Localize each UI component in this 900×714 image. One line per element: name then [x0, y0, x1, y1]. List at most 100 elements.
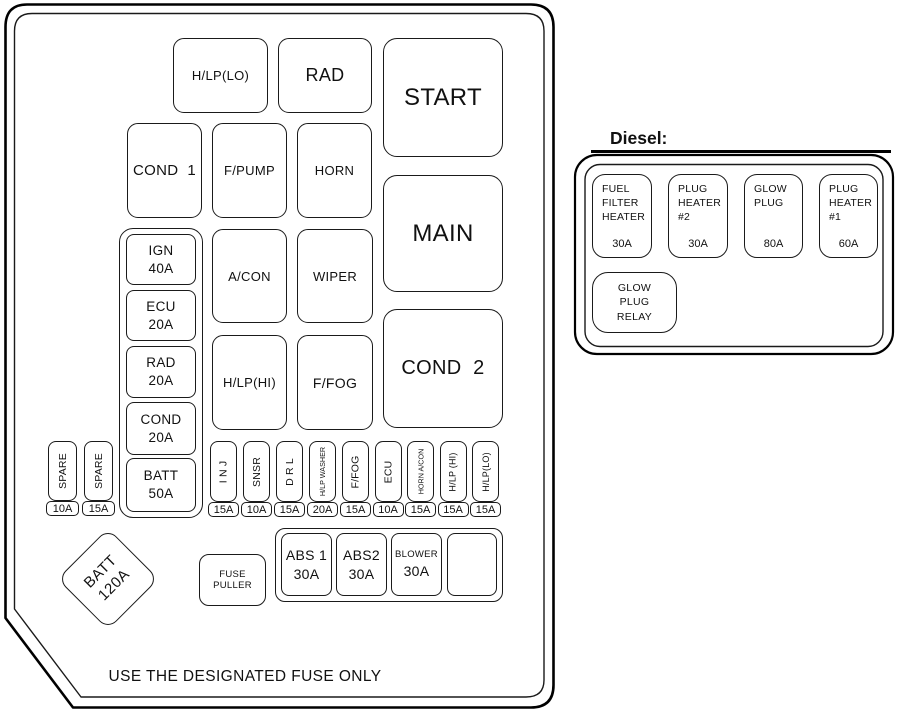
- fuse-drl-amp: 15A: [274, 502, 305, 517]
- relay-start: START: [383, 38, 503, 157]
- fuse-spare-1-amp: 10A: [46, 501, 79, 516]
- fuse-plug-heater-1-label: PLUG HEATER #1: [829, 183, 873, 224]
- relay-cond2-label: COND 2: [401, 357, 485, 379]
- fuse-spare-2-body: SPARE: [84, 441, 113, 501]
- fuse-fuel-filter-heater: FUEL FILTER HEATER 30A: [592, 174, 652, 258]
- fuse-blower-amp: 30A: [403, 562, 430, 579]
- fuse-abs2-amp: 30A: [348, 565, 375, 582]
- main-panel-inner-border: [13, 12, 545, 698]
- relay-wiper-label: WIPER: [312, 268, 358, 284]
- relay-hlp-lo-label: H/LP(LO): [191, 68, 250, 83]
- fuse-plug-heater-2-amp: 30A: [688, 238, 708, 250]
- fuse-abs2-label: ABS2: [343, 547, 380, 564]
- fuse-horn-acon-body: HORN A/CON: [407, 441, 434, 502]
- fuse-blower-label: BLOWER: [395, 549, 438, 561]
- fuse-hlp-lo-mini-amp: 15A: [470, 502, 501, 517]
- fuse-fuel-filter-heater-label: FUEL FILTER HEATER: [602, 183, 646, 224]
- relay-ffog: F/FOG: [297, 335, 373, 430]
- relay-rad: RAD: [278, 38, 372, 113]
- fuse-ffog-mini-body: F/FOG: [342, 441, 369, 502]
- fuse-cond-20-amp: 20A: [148, 429, 174, 445]
- fuse-puller-label: FUSE PULLER: [213, 569, 252, 591]
- fuse-plug-heater-2-label: PLUG HEATER #2: [678, 183, 722, 224]
- fuse-batt-50-amp: 50A: [148, 486, 174, 501]
- fuse-abs2: ABS2 30A: [336, 533, 387, 596]
- fuse-horn-acon-amp: 15A: [405, 502, 436, 517]
- fuse-ign: IGN 40A: [126, 234, 196, 285]
- fuse-plug-heater-2: PLUG HEATER #2 30A: [668, 174, 728, 258]
- fuse-ign-label: IGN: [148, 242, 174, 258]
- fuse-puller: FUSE PULLER: [199, 554, 266, 606]
- fuse-ecu-20: ECU 20A: [126, 290, 196, 341]
- fuse-horn-acon-label: HORN A/CON: [416, 448, 425, 495]
- relay-horn-label: HORN: [314, 163, 355, 178]
- relay-start-label: START: [404, 83, 482, 111]
- fuse-spare-2-amp: 15A: [82, 501, 115, 516]
- relay-rad-label: RAD: [305, 65, 345, 85]
- fuse-rad-20-label: RAD: [146, 355, 176, 371]
- fuse-empty-slot: [447, 533, 497, 596]
- fuse-ecu-20-amp: 20A: [148, 316, 174, 332]
- fuse-hlp-lo-mini-label: H/LP(LO): [480, 451, 491, 492]
- fuse-hlp-hi-mini-label: H/LP (HI): [448, 451, 459, 492]
- fuse-spare-1-body: SPARE: [48, 441, 77, 501]
- fuse-ffog-mini-amp: 15A: [340, 502, 371, 517]
- diesel-box-inner-border: [584, 163, 884, 348]
- fuse-abs1-label: ABS 1: [285, 547, 328, 564]
- fuse-spare-2-label: SPARE: [92, 453, 105, 489]
- fuse-hlp-hi-mini-body: H/LP (HI): [439, 441, 467, 502]
- fuse-ecu-mini-label: ECU: [382, 460, 394, 483]
- fuse-inj-body: I N J: [210, 441, 237, 502]
- fuse-drl-label: D R L: [283, 457, 296, 486]
- fuse-hlp-washer-body: H/LP WASHER: [309, 441, 336, 502]
- fuse-spare-1-label: SPARE: [56, 453, 69, 489]
- relay-main-label: MAIN: [412, 219, 474, 247]
- relay-main: MAIN: [383, 175, 503, 292]
- fuse-ecu-mini-amp: 10A: [372, 502, 404, 517]
- relay-cond2: COND 2: [383, 309, 503, 428]
- relay-hlp-hi: H/LP(HI): [212, 335, 287, 430]
- fuse-snsr-amp: 10A: [241, 502, 272, 517]
- glow-plug-relay-label: GLOW PLUG RELAY: [616, 282, 653, 323]
- fuse-ecu-20-label: ECU: [146, 298, 176, 314]
- relay-cond1: COND 1: [127, 123, 202, 218]
- fuse-rad-20-amp: 20A: [148, 373, 174, 388]
- fuse-fuel-filter-heater-amp: 30A: [612, 238, 632, 250]
- glow-plug-relay: GLOW PLUG RELAY: [592, 272, 677, 333]
- fuse-drl-body: D R L: [276, 441, 303, 502]
- fuse-inj-amp: 15A: [208, 502, 239, 517]
- fuse-glow-plug-amp: 80A: [763, 238, 784, 250]
- relay-hlp-hi-label: H/LP(HI): [223, 375, 276, 390]
- fuse-glow-plug: GLOW PLUG 80A: [744, 174, 803, 258]
- relay-acon: A/CON: [212, 229, 287, 323]
- fuse-ffog-mini-label: F/FOG: [349, 454, 362, 489]
- fuse-abs1: ABS 1 30A: [281, 533, 332, 596]
- fuse-cond-20-label: COND: [140, 411, 182, 427]
- fuse-glow-plug-label: GLOW PLUG: [754, 183, 787, 210]
- fuse-inj-label: I N J: [217, 460, 230, 483]
- fuse-snsr-body: SNSR: [243, 441, 270, 502]
- fuse-hlp-hi-mini-amp: 15A: [437, 502, 469, 517]
- fuse-cond-20: COND 20A: [126, 402, 196, 455]
- fuse-plug-heater-1: PLUG HEATER #1 60A: [819, 174, 878, 258]
- relay-cond1-label: COND 1: [133, 162, 196, 179]
- fuse-snsr-label: SNSR: [250, 456, 263, 487]
- diesel-heading: Diesel:: [610, 128, 668, 148]
- fuse-ign-amp: 40A: [148, 260, 174, 276]
- fuse-plug-heater-1-amp: 60A: [838, 238, 859, 250]
- relay-horn: HORN: [297, 123, 372, 218]
- fuse-ecu-mini-body: ECU: [374, 441, 402, 502]
- fuse-batt-50-label: BATT: [143, 468, 179, 484]
- relay-hlp-lo: H/LP(LO): [173, 38, 268, 113]
- fuse-hlp-washer-amp: 20A: [307, 502, 338, 517]
- fuse-batt-50: BATT 50A: [126, 458, 196, 512]
- fuse-rad-20: RAD 20A: [126, 346, 196, 398]
- fuse-hlp-washer-label: H/LP WASHER: [318, 446, 328, 497]
- fuse-abs1-amp: 30A: [293, 565, 320, 582]
- panel-note: USE THE DESIGNATED FUSE ONLY: [108, 668, 382, 685]
- relay-fpump-label: F/PUMP: [224, 163, 275, 178]
- fuse-hlp-lo-mini-body: H/LP(LO): [472, 441, 499, 502]
- relay-acon-label: A/CON: [228, 268, 271, 284]
- relay-wiper: WIPER: [297, 229, 373, 323]
